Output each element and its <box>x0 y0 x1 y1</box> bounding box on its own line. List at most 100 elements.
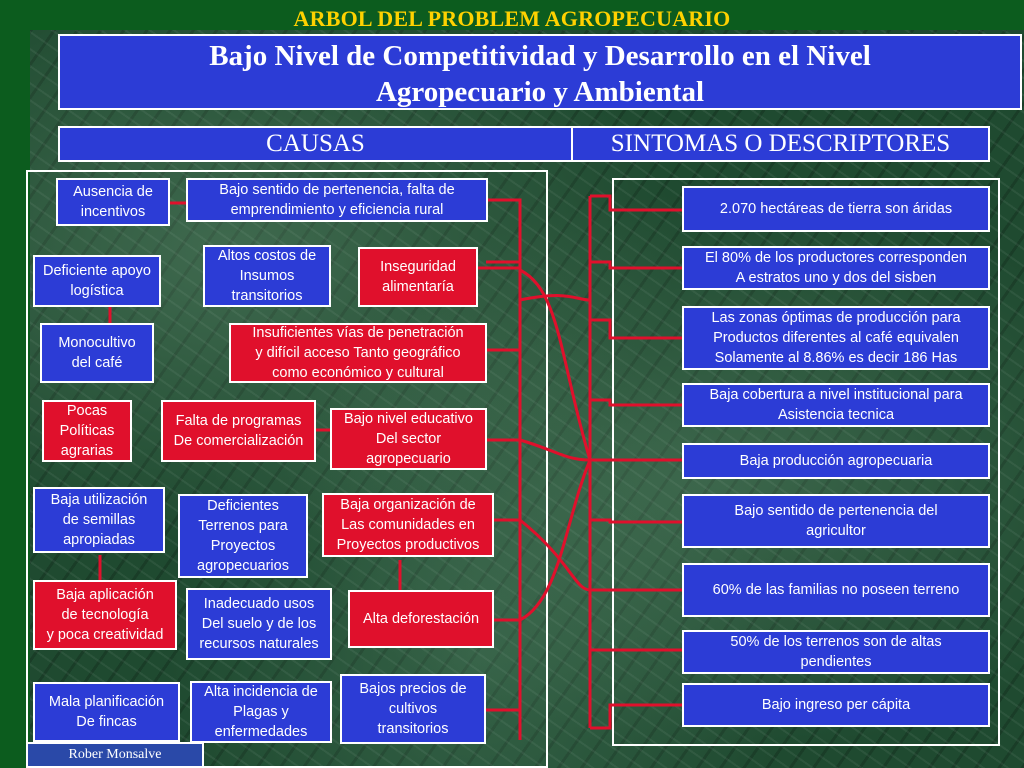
box-text-line: Bajo sentido de pertenencia del <box>734 503 938 519</box>
cause-box-ausencia-incentivos: Ausencia de incentivos <box>56 178 170 226</box>
box-text: 2.070 hectáreas de tierra son áridas <box>720 199 952 219</box>
box-text-line: 50% de los terrenos son de altas <box>730 634 942 650</box>
cause-box-insuficientes-vias: Insuficientes vías de penetración y difíc… <box>229 323 487 383</box>
link-s2 <box>590 260 682 270</box>
box-text-line: Asistencia tecnica <box>777 407 895 423</box>
box-text-line: Bajo sentido de pertenencia, falta de <box>219 182 455 198</box>
box-text-line: Las zonas óptimas de producción para <box>711 310 961 326</box>
box-text-line: Deficiente apoyo <box>42 263 151 279</box>
box-text-line: Proyectos productivos <box>336 537 480 553</box>
box-text-line: Falta de programas <box>175 413 302 429</box>
central-problem-banner: Bajo Nivel de Competitividad y Desarroll… <box>58 34 1022 110</box>
box-text-line: El 80% de los productores corresponden <box>705 250 967 266</box>
box-text-line: Altos costos de <box>217 248 317 264</box>
box-text-line: Políticas <box>59 423 115 439</box>
box-text-line: Baja producción agropecuaria <box>739 453 933 469</box>
cause-box-alta-incidencia-plagas: Alta incidencia de Plagas y enfermedades <box>190 681 332 743</box>
box-text-line: de semillas <box>62 512 136 528</box>
box-text-line: recursos naturales <box>199 636 319 652</box>
causes-panel <box>26 170 548 768</box>
box-text-line: transitorios <box>231 288 303 304</box>
box-text-line: Del sector <box>375 431 442 447</box>
box-text-line: emprendimiento y eficiencia rural <box>230 202 444 218</box>
box-text: Baja aplicación de tecnología y poca creat… <box>47 585 164 645</box>
box-text-line: Insuficientes vías de penetración <box>252 325 464 341</box>
box-text-line: como económico y cultural <box>272 365 444 381</box>
link-s1 <box>590 194 682 212</box>
box-text-line: De fincas <box>76 714 137 730</box>
cause-box-monocultivo: Monocultivo del café <box>40 323 154 383</box>
cause-box-bajo-sentido-pertenencia: Bajo sentido de pertenencia, falta de emp… <box>186 178 488 222</box>
box-text: 60% de las familias no poseen terreno <box>713 580 960 600</box>
box-text-line: Monocultivo <box>58 335 136 351</box>
symptom-box-bajo-ingreso: Bajo ingreso per cápita <box>682 683 990 727</box>
box-text-line: Bajo nivel educativo <box>344 411 473 427</box>
box-text-line: Alta deforestación <box>362 611 480 627</box>
cause-box-baja-aplicacion-tecnologia: Baja aplicación de tecnología y poca creat… <box>33 580 177 650</box>
box-text-line: y difícil acceso Tanto geográfico <box>255 345 461 361</box>
box-text-line: agrarias <box>60 443 114 459</box>
box-text-line: agropecuario <box>366 451 451 467</box>
box-text-line: Bajos precios de <box>359 681 467 697</box>
box-text-line: incentivos <box>80 204 146 220</box>
box-text-line: Alta incidencia de <box>204 684 318 700</box>
box-text: Deficiente apoyo logística <box>43 261 151 301</box>
box-text-line: enfermedades <box>214 724 308 740</box>
box-text-line: y poca creatividad <box>46 627 164 643</box>
symptoms-header: SINTOMAS O DESCRIPTORES <box>571 126 990 162</box>
box-text: Altos costos de Insumos transitorios <box>218 246 316 306</box>
cause-box-mala-planificacion: Mala planificación De fincas <box>33 682 180 742</box>
box-text-line: 60% de las familias no poseen terreno <box>712 582 960 598</box>
box-text-line: de tecnología <box>61 607 149 623</box>
box-text-line: Pocas <box>66 403 108 419</box>
box-text-line: apropiadas <box>63 532 135 548</box>
box-text-line: logística <box>70 283 124 299</box>
box-text-line: Baja aplicación <box>56 587 154 603</box>
box-text: Bajo ingreso per cápita <box>762 695 910 715</box>
bundle-curve-4 <box>519 294 591 302</box>
link-s9 <box>590 703 682 730</box>
bundle-curve-5 <box>519 518 591 592</box>
box-text: Bajo sentido de pertenencia, falta de emp… <box>219 180 454 220</box>
symptom-box-familias-sin-terreno: 60% de las familias no poseen terreno <box>682 563 990 617</box>
symptoms-panel <box>612 178 1000 746</box>
cause-box-bajos-precios: Bajos precios de cultivos transitorios <box>340 674 486 744</box>
bundle-curve-2 <box>519 438 591 462</box>
central-problem-line-1: Bajo Nivel de Competitividad y Desarroll… <box>209 40 871 72</box>
link-s6 <box>590 518 682 524</box>
box-text-line: Baja cobertura a nivel institucional par… <box>709 387 963 403</box>
box-text-line: agropecuarios <box>197 558 289 574</box>
box-text-line: Mala planificación <box>48 694 165 710</box>
box-text-line: del café <box>71 355 123 371</box>
box-text-line: Terrenos para <box>198 518 288 534</box>
box-text-line: Ausencia de <box>73 184 153 200</box>
box-text-line: Insumos <box>239 268 295 284</box>
box-text: Mala planificación De fincas <box>49 692 164 732</box>
box-text-line: Inadecuado usos <box>203 596 315 612</box>
box-text-line: Bajo ingreso per cápita <box>761 697 911 713</box>
symptom-box-baja-cobertura: Baja cobertura a nivel institucional par… <box>682 383 990 427</box>
box-text-line: Productos diferentes al café equivalen <box>713 330 959 346</box>
link-s3 <box>590 318 682 340</box>
box-text: Alta deforestación <box>363 609 479 629</box>
cause-box-deficiente-apoyo: Deficiente apoyo logística <box>33 255 161 307</box>
box-text: Monocultivo del café <box>58 333 135 373</box>
box-text-line: cultivos <box>388 701 438 717</box>
box-text-line: transitorios <box>377 721 449 737</box>
box-text-line: Plagas y <box>233 704 289 720</box>
